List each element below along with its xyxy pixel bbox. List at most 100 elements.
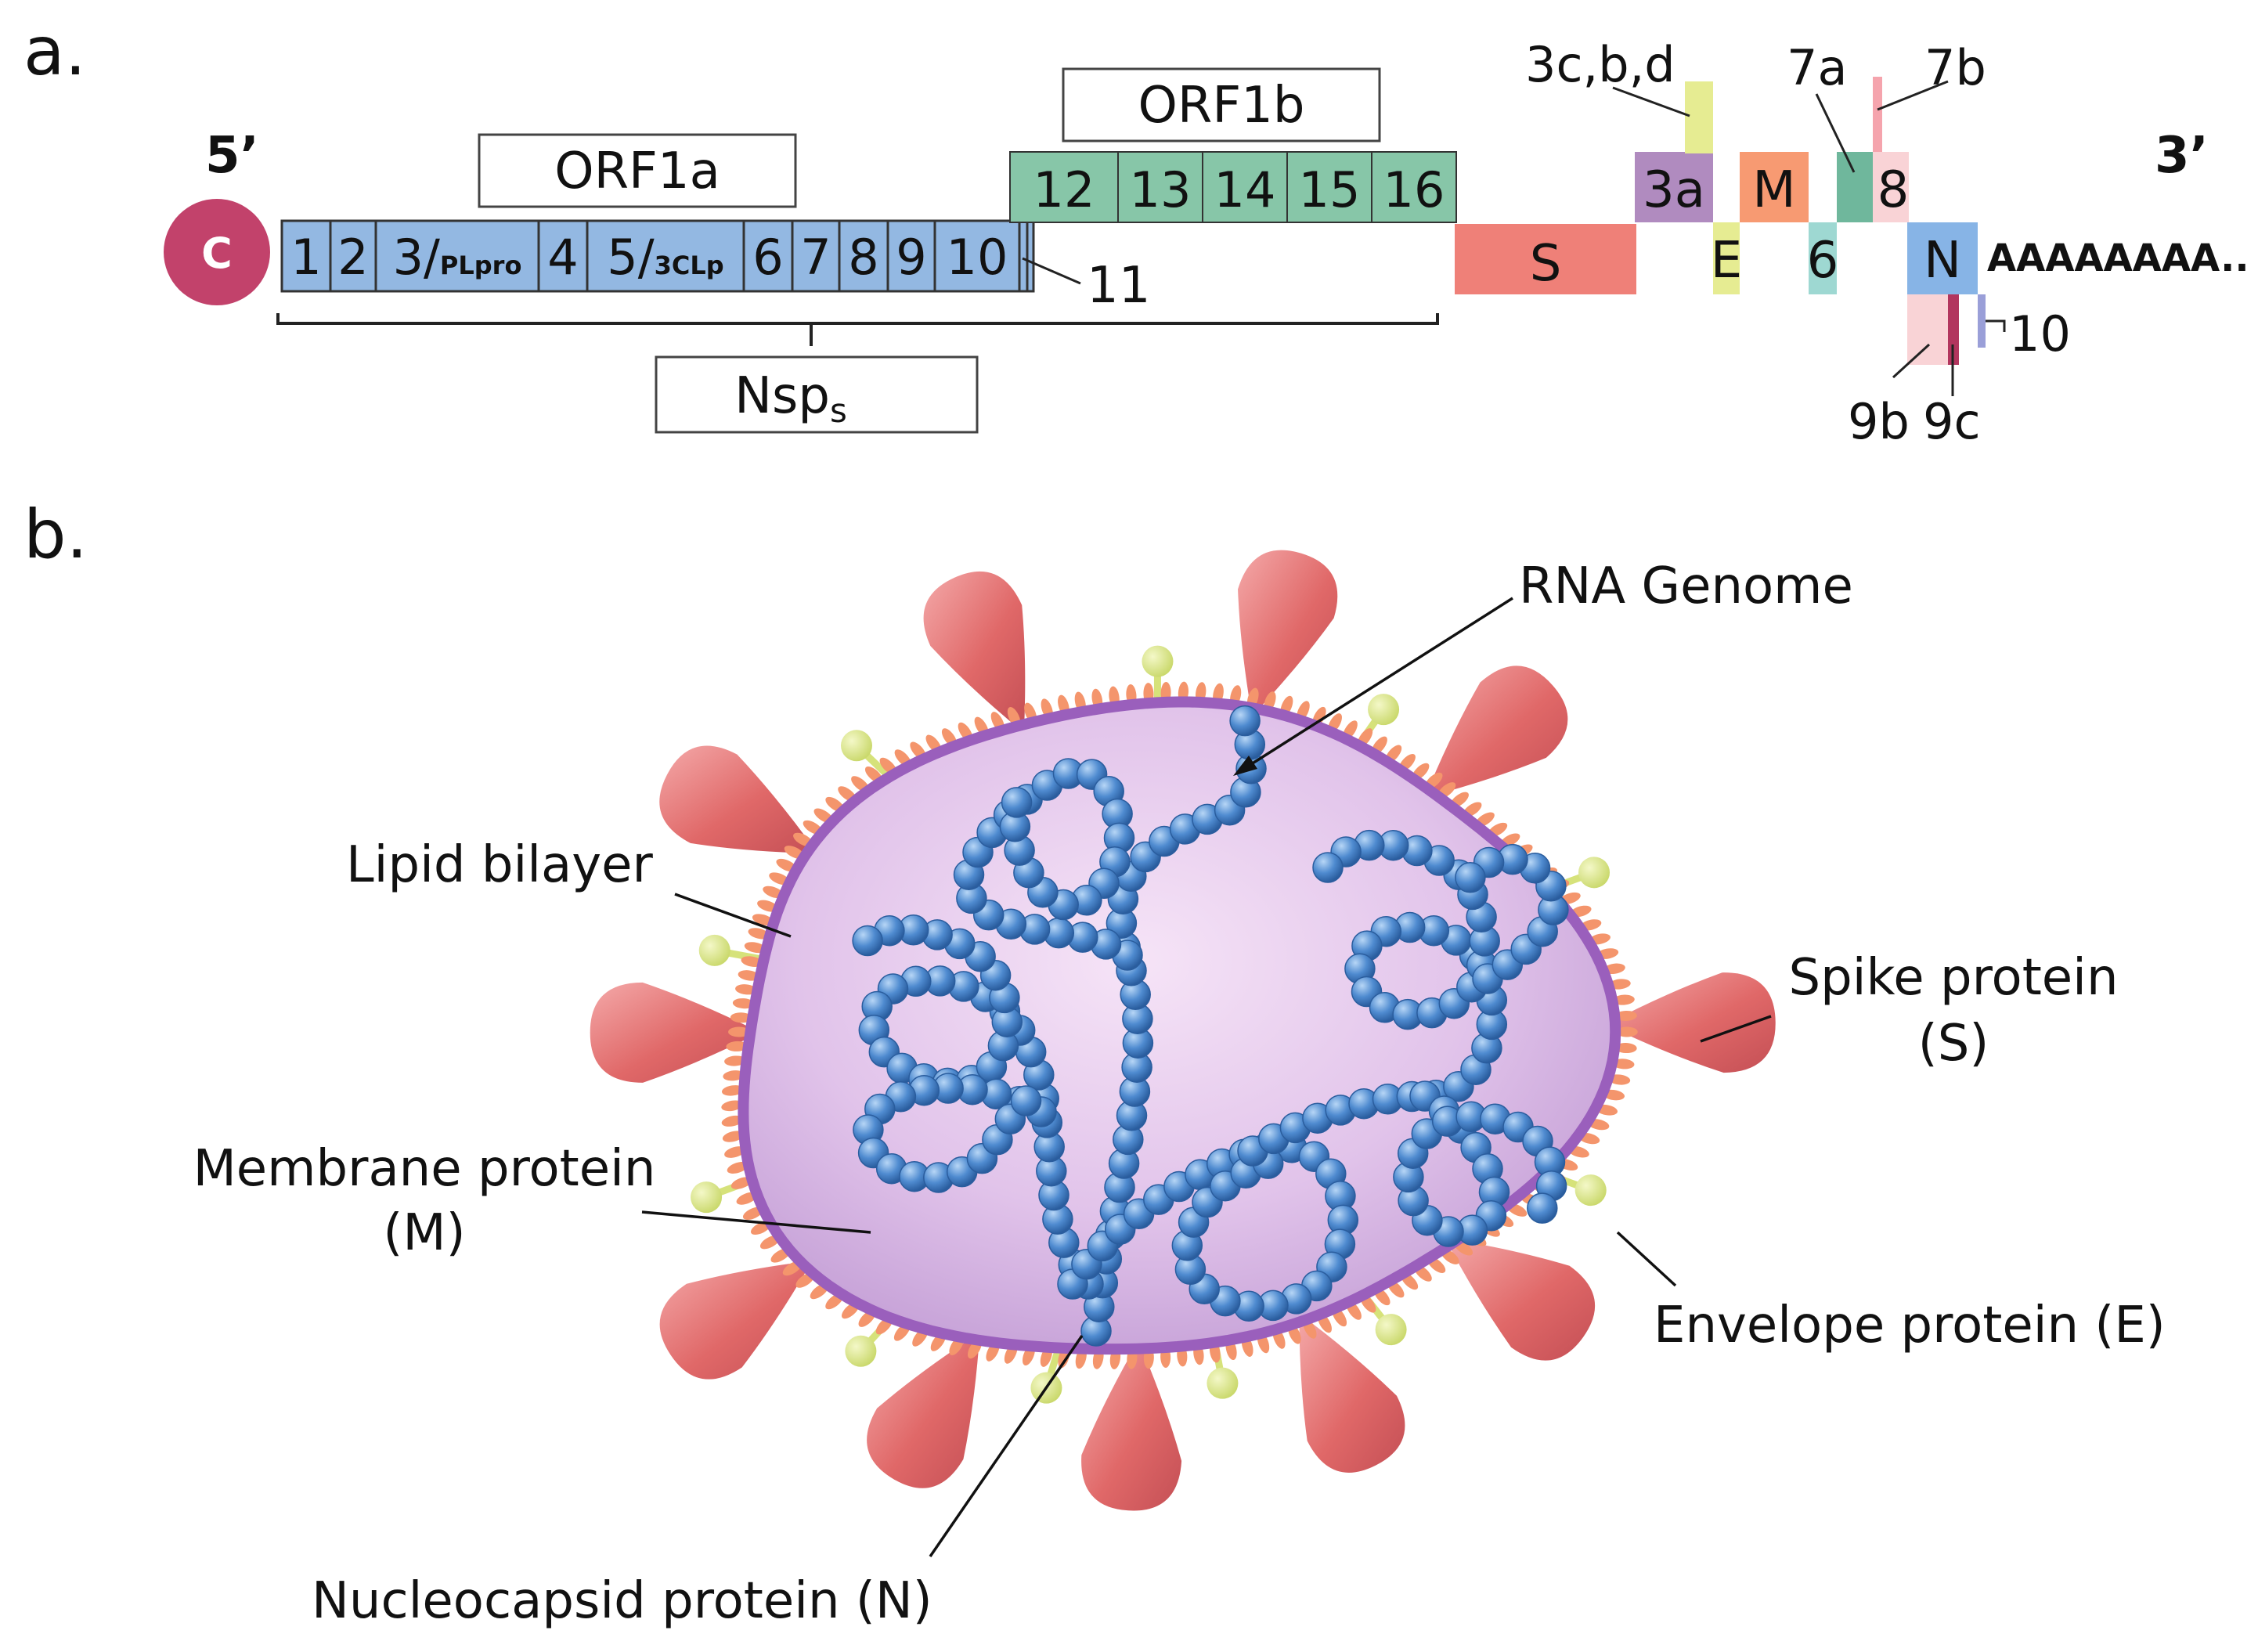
gene-6-label: 6 (1807, 232, 1839, 290)
nsp-segment-13 (1117, 151, 1203, 223)
gene-9c (1948, 294, 1959, 365)
gene-m-label: M (1752, 161, 1795, 219)
nsp11-leader (1022, 257, 1081, 285)
orf1a-box (478, 133, 797, 208)
nsp-segment-3 (374, 219, 540, 293)
orf1b-label: ORF1b (1138, 77, 1305, 135)
five-prime-label: 5’ (205, 127, 259, 185)
spike-protein-8 (1081, 1340, 1182, 1511)
rna-genome (852, 705, 1569, 1347)
gene-m (1740, 152, 1809, 222)
panel-b-label: b. (23, 496, 88, 574)
nsp-segment-11 (1018, 219, 1029, 293)
nsp-segment-label-5: 5/3CLp (607, 229, 723, 286)
rna-bead (1229, 705, 1261, 737)
membrane-label-line2: (M) (383, 1204, 465, 1262)
membrane-protein-stud (721, 1085, 744, 1096)
gene-e (1713, 222, 1740, 294)
spike-protein-1 (659, 745, 818, 854)
nsp-segment-label-6: 6 (752, 229, 783, 286)
spike-protein-3 (1238, 550, 1338, 716)
membrane-protein-stud (1615, 1026, 1638, 1037)
gene-8 (1873, 152, 1909, 222)
spike-protein-6 (1445, 1238, 1596, 1361)
gene-7a (1837, 152, 1873, 222)
gene-9b-label: 9b (1848, 393, 1910, 450)
gene-7b-leader (1877, 80, 1949, 111)
rna-bead (1001, 787, 1033, 818)
envelope-protein-5 (1574, 1174, 1607, 1207)
membrane-protein-stud (1614, 1042, 1637, 1054)
gene-3cbd (1685, 81, 1713, 153)
gene-n-label: N (1924, 232, 1961, 290)
lipid-bilayer-leader (674, 893, 792, 938)
spike-protein-9 (867, 1333, 980, 1488)
nsp-segment-label-8: 8 (848, 229, 878, 286)
gene-8-label: 8 (1877, 161, 1910, 219)
gene-7a-label: 7a (1787, 39, 1847, 96)
membrane-label-line1: Membrane protein (193, 1140, 656, 1198)
membrane-protein-stud (721, 1100, 744, 1112)
spike-protein-2 (923, 571, 1026, 733)
gene-10 (1978, 294, 1986, 348)
nsp-segment-16 (1371, 151, 1457, 223)
nsp-segment-label-12: 12 (1033, 161, 1095, 218)
gene-s (1455, 224, 1636, 294)
rna-bead (1527, 1192, 1558, 1224)
envelope-protein-11 (698, 934, 730, 966)
cap-letter: C (201, 229, 233, 278)
rna-bead (852, 925, 883, 957)
spike-leader (1700, 1015, 1772, 1043)
nsp-segment-4 (537, 219, 589, 293)
nsp-segment-label-1: 1 (290, 229, 321, 286)
envelope-protein-3 (1368, 694, 1400, 726)
lipid-bilayer-label: Lipid bilayer (346, 836, 653, 894)
membrane-leader (641, 1210, 871, 1234)
envelope-protein-4 (1578, 857, 1611, 889)
gene-6 (1809, 222, 1837, 294)
three-prime-label: 3’ (2155, 127, 2209, 185)
annotation-leaders (641, 597, 1772, 1557)
envelope-protein-1 (841, 730, 873, 762)
gene-e-label: E (1711, 232, 1742, 290)
spike-protein-10 (659, 1261, 813, 1380)
envelope-protein-6 (1375, 1314, 1407, 1346)
nsp-segment-label-15: 15 (1299, 161, 1361, 218)
membrane-protein-stud (1614, 1010, 1637, 1022)
nsp-segment-label-3: 3/PLpro (393, 229, 522, 286)
membrane-protein-stud (724, 1055, 747, 1066)
envelope-leader (1616, 1231, 1677, 1287)
gene-3cbd-leader (1612, 86, 1690, 117)
rna-bead (1010, 1085, 1042, 1116)
gene-7b (1873, 77, 1882, 152)
gene-n (1907, 222, 1978, 294)
gene-9c-label: 9c (1923, 393, 1981, 450)
nsp-segment-10 (933, 219, 1021, 293)
nsp11-label: 11 (1087, 257, 1150, 315)
spike-label-line2: (S) (1918, 1015, 1989, 1073)
gene-9b-leader (1892, 343, 1931, 379)
membrane-protein-stud (723, 1070, 745, 1081)
gene-10-label: 10 (2009, 305, 2071, 363)
gene-9b (1907, 294, 1951, 365)
orf1b-box (1062, 67, 1381, 142)
five-prime-cap (164, 199, 270, 305)
nsp-segment-5 (586, 219, 745, 293)
gene-3cbd-label: 3c,b,d (1525, 36, 1675, 93)
rna-genome-leader (1239, 597, 1513, 773)
panel-a-label: a. (23, 13, 86, 91)
structural-genes: S 3a 3c,b,d E M 6 7a 7b 8 N (1455, 36, 2071, 450)
nucleocapsid-label: Nucleocapsid protein (N) (312, 1572, 932, 1630)
spike-protein-7 (1299, 1313, 1405, 1473)
gene-3a (1635, 152, 1713, 222)
nucleocapsid-leader (929, 1335, 1084, 1557)
nsps-brace (276, 313, 1439, 346)
nsp-segment-label-7: 7 (800, 229, 831, 286)
nsp-segment-label-14: 14 (1214, 161, 1276, 218)
nsp-segment-label-13: 13 (1130, 161, 1192, 218)
nsp-segment-label-4: 4 (547, 229, 578, 286)
nsp-segment-14 (1202, 151, 1288, 223)
